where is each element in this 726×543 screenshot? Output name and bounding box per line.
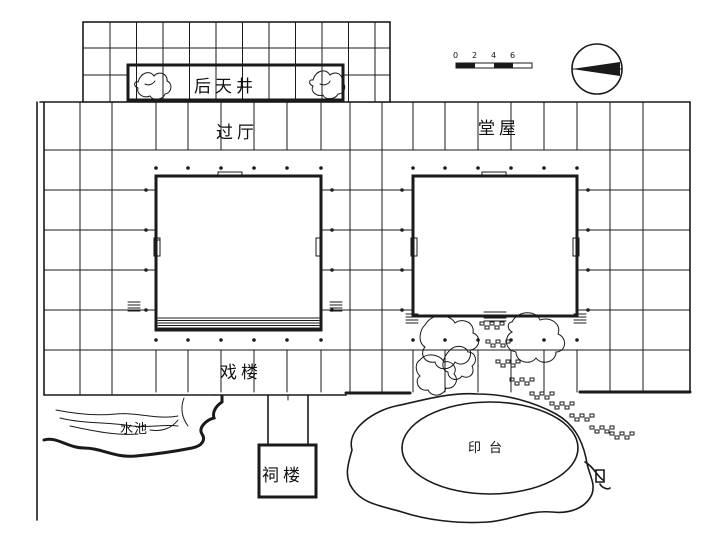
pond-label: 水池 — [120, 422, 149, 437]
scale-tick: 0 — [453, 51, 459, 60]
garden-shrubs — [415, 312, 635, 440]
main-building — [36, 101, 692, 521]
scale-tick: 4 — [491, 51, 497, 60]
shrub-icon — [134, 72, 172, 100]
scale-tick: 6 — [510, 51, 516, 60]
passage-hall-label: 过厅 — [216, 123, 258, 143]
platform-area — [346, 392, 611, 524]
right-courtyard — [127, 171, 587, 324]
platform-label: 印台 — [468, 441, 511, 456]
ancestral-tower — [257, 394, 318, 499]
pond — [42, 394, 224, 458]
rear-courtyard-label: 后天井 — [194, 77, 257, 97]
shrub-icon — [309, 70, 346, 100]
opera-tower-label: 戏楼 — [220, 363, 262, 383]
north-arrow-icon — [571, 43, 623, 95]
left-courtyard — [153, 171, 323, 332]
main-hall-label: 堂屋 — [478, 119, 520, 139]
scale-bar — [455, 62, 533, 69]
scale-tick: 2 — [472, 51, 478, 60]
ancestral-tower-label: 祠楼 — [262, 466, 304, 486]
